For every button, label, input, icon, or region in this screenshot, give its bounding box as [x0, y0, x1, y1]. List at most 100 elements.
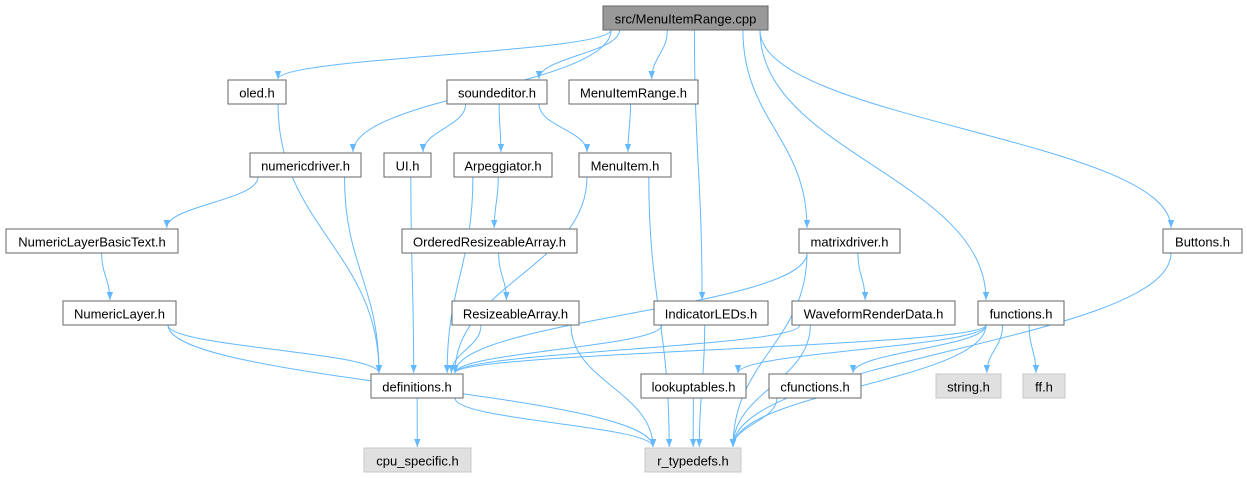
node-label-ui: UI.h [396, 159, 420, 174]
node-label-numericlayer: NumericLayer.h [74, 307, 165, 322]
node-stringh: string.h [935, 373, 1002, 399]
node-cpuspecific: cpu_specific.h [363, 447, 472, 473]
node-arpeggiator[interactable]: Arpeggiator.h [453, 152, 553, 178]
edge-menuitem-to-definitions [451, 176, 588, 374]
edge-root-to-functions [759, 29, 990, 301]
node-ui[interactable]: UI.h [383, 152, 432, 178]
edge-numericlayerbasictext-to-numericlayer [101, 252, 114, 301]
node-ffh: ff.h [1022, 373, 1066, 399]
node-cfunctions[interactable]: cfunctions.h [768, 373, 862, 399]
node-numericdriver[interactable]: numericdriver.h [249, 152, 362, 178]
edge-soundeditor-to-ui [419, 103, 467, 153]
node-box-oled [227, 79, 287, 105]
edge-matrixdriver-to-rtypedefs [729, 252, 808, 448]
edge-buttons-to-rtypedefs [729, 252, 1172, 448]
node-label-ffh: ff.h [1035, 380, 1053, 395]
node-label-arpeggiator: Arpeggiator.h [464, 159, 541, 174]
node-label-indicatorleds: IndicatorLEDs.h [665, 307, 758, 322]
node-numericlayerbasictext[interactable]: NumericLayerBasicText.h [5, 228, 179, 254]
node-box-root [602, 5, 769, 31]
node-label-root: src/MenuItemRange.cpp [615, 12, 757, 27]
edge-menuitemrange-to-menuitem [624, 103, 632, 153]
node-box-numericdriver [249, 152, 362, 178]
node-menuitem[interactable]: MenuItem.h [578, 152, 672, 178]
node-box-indicatorleds [653, 300, 769, 326]
node-orderedresizeablearray[interactable]: OrderedResizeableArray.h [401, 228, 578, 254]
edge-ui-to-definitions [410, 176, 417, 374]
edge-indicatorleds-to-definitions [451, 324, 663, 374]
node-box-rtypedefs [644, 447, 742, 473]
node-box-numericlayerbasictext [5, 228, 179, 254]
edge-definitions-to-rtypedefs [454, 397, 657, 448]
edge-resizeablearray-to-rtypedefs [570, 324, 657, 448]
node-label-cfunctions: cfunctions.h [780, 380, 849, 395]
edge-root-to-matrixdriver [742, 29, 811, 229]
node-label-numericdriver: numericdriver.h [261, 159, 350, 174]
node-label-cpuspecific: cpu_specific.h [376, 454, 458, 469]
edge-functions-to-stringh [983, 324, 1004, 374]
edge-functions-to-ffh [1028, 324, 1040, 374]
node-soundeditor[interactable]: soundeditor.h [446, 79, 548, 105]
edges-layer [101, 29, 1175, 448]
node-box-waveformrenderdata [791, 300, 956, 326]
node-rtypedefs: r_typedefs.h [644, 447, 742, 473]
edge-cfunctions-to-rtypedefs [729, 397, 778, 448]
edge-functions-to-cfunctions [849, 324, 987, 374]
node-buttons[interactable]: Buttons.h [1162, 228, 1243, 254]
node-label-definitions: definitions.h [382, 380, 451, 395]
node-box-menuitem [578, 152, 672, 178]
edge-oled-to-definitions [277, 103, 383, 374]
edge-arpeggiator-to-orderedresizeablearray [491, 176, 499, 229]
node-label-soundeditor: soundeditor.h [458, 86, 536, 101]
node-label-resizeablearray: ResizeableArray.h [463, 307, 568, 322]
edge-root-to-menuitemrange [648, 29, 668, 80]
node-label-rtypedefs: r_typedefs.h [657, 454, 729, 469]
node-functions[interactable]: functions.h [977, 300, 1065, 326]
node-box-arpeggiator [453, 152, 553, 178]
node-menuitemrange[interactable]: MenuItemRange.h [568, 79, 699, 105]
node-label-menuitemrange: MenuItemRange.h [580, 86, 687, 101]
node-label-matrixdriver: matrixdriver.h [810, 235, 888, 250]
node-waveformrenderdata[interactable]: WaveformRenderData.h [791, 300, 956, 326]
node-numericlayer[interactable]: NumericLayer.h [62, 300, 177, 326]
edge-numericdriver-to-numericlayerbasictext [163, 176, 259, 229]
node-box-stringh [935, 373, 1002, 399]
node-box-ui [383, 152, 432, 178]
edge-orderedresizeablearray-to-resizeablearray [498, 252, 510, 301]
node-label-buttons: Buttons.h [1175, 235, 1230, 250]
node-box-lookuptables [640, 373, 747, 399]
edge-soundeditor-to-arpeggiator [497, 103, 505, 153]
node-box-cpuspecific [363, 447, 472, 473]
node-label-oled: oled.h [239, 86, 274, 101]
edge-arpeggiator-to-definitions [443, 176, 474, 374]
edge-matrixdriver-to-waveformrenderdata [857, 252, 869, 301]
node-label-stringh: string.h [947, 380, 990, 395]
node-box-ffh [1022, 373, 1066, 399]
node-box-matrixdriver [798, 228, 901, 254]
edge-numericdriver-to-definitions [344, 176, 383, 374]
node-resizeablearray[interactable]: ResizeableArray.h [451, 300, 580, 326]
node-box-soundeditor [446, 79, 548, 105]
node-matrixdriver[interactable]: matrixdriver.h [798, 228, 901, 254]
edge-waveformrenderdata-to-definitions [451, 324, 801, 374]
node-indicatorleds[interactable]: IndicatorLEDs.h [653, 300, 769, 326]
edge-soundeditor-to-menuitem [538, 103, 591, 153]
node-box-definitions [370, 373, 464, 399]
node-box-numericlayer [62, 300, 177, 326]
edge-root-to-soundeditor [535, 29, 621, 80]
node-box-orderedresizeablearray [401, 228, 578, 254]
edge-matrixdriver-to-definitions [451, 252, 808, 374]
edge-functions-to-definitions [452, 324, 987, 374]
node-root[interactable]: src/MenuItemRange.cpp [602, 5, 769, 31]
node-oled[interactable]: oled.h [227, 79, 287, 105]
node-label-menuitem: MenuItem.h [591, 159, 660, 174]
edge-root-to-oled [274, 29, 612, 80]
node-box-buttons [1162, 228, 1243, 254]
node-definitions[interactable]: definitions.h [370, 373, 464, 399]
node-box-menuitemrange [568, 79, 699, 105]
node-lookuptables[interactable]: lookuptables.h [640, 373, 747, 399]
node-label-numericlayerbasictext: NumericLayerBasicText.h [18, 235, 165, 250]
node-box-functions [977, 300, 1065, 326]
node-box-cfunctions [768, 373, 862, 399]
